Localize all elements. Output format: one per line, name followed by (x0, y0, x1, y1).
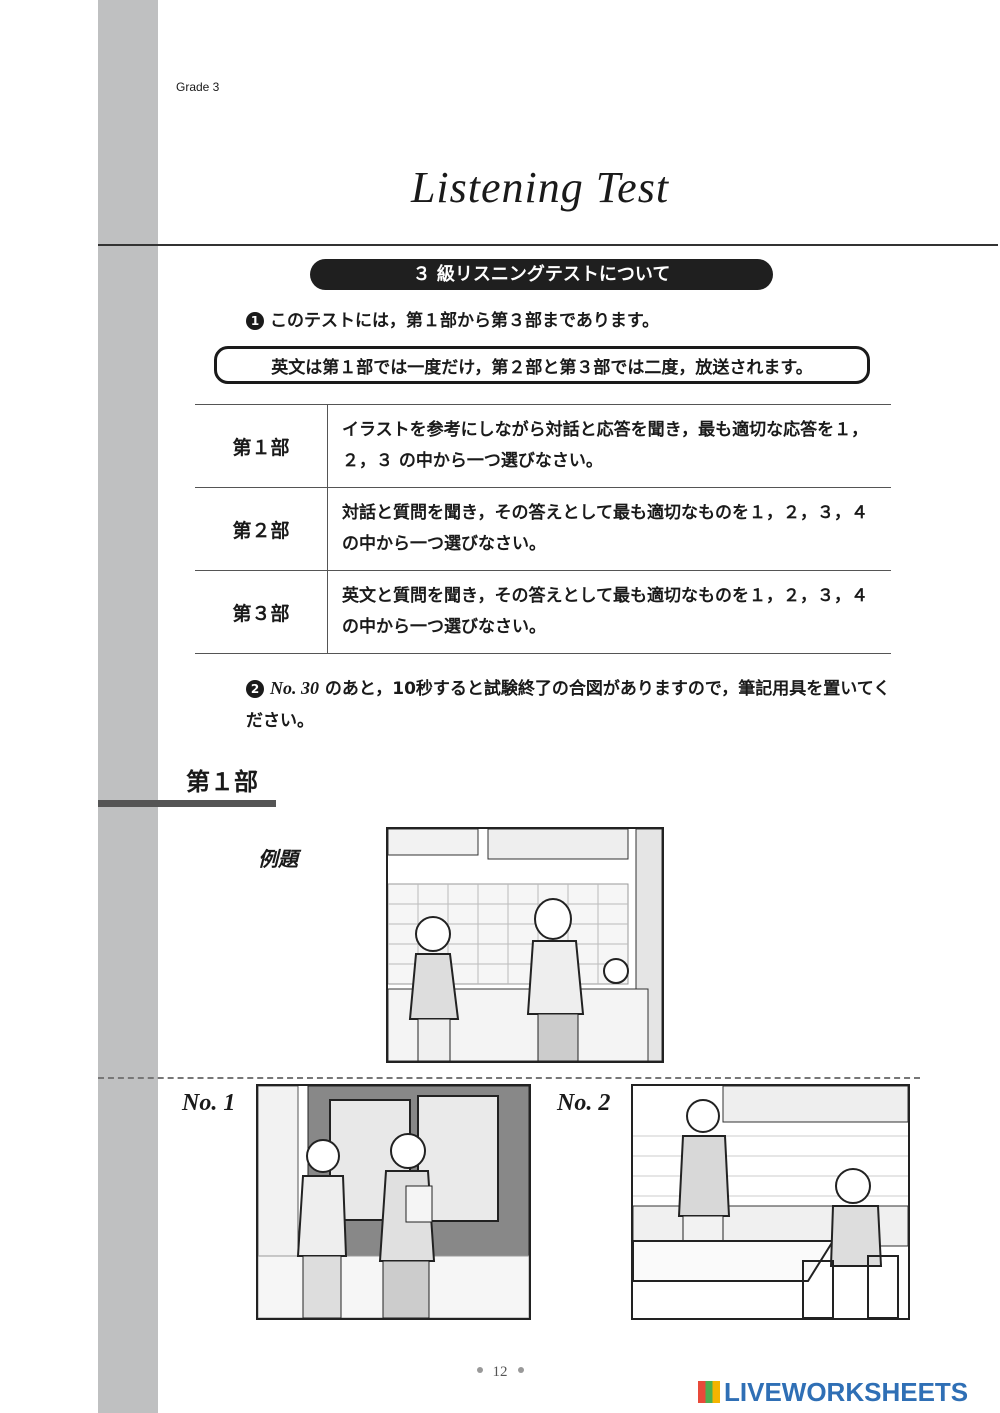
part-label: 第１部 (195, 404, 328, 488)
question-label: No. 1 (182, 1090, 236, 1116)
number-bullet: 2 (246, 680, 264, 698)
note-2-text: のあと，10秒すると試験終了の合図がありますので，筆記用具を置いてください。 (246, 679, 891, 731)
watermark: LIVEWORKSHEETS (698, 1377, 968, 1408)
number-bullet: 1 (246, 312, 264, 330)
table-row: 第１部 イラストを参考にしながら対話と応答を聞き，最も適切な応答を１，２，３ の… (195, 404, 891, 488)
section-underline (98, 800, 276, 807)
page-number-text: 12 (492, 1364, 508, 1380)
table-row: 第３部 英文と質問を聞き，その答えとして最も適切なものを１，２，３，４ の中から… (195, 570, 891, 654)
table-row: 第２部 対話と質問を聞き，その答えとして最も適切なものを１，２，３，４ の中から… (195, 487, 891, 571)
part-label: 第２部 (195, 487, 328, 571)
dot-icon (476, 1367, 483, 1373)
page-sidebar (98, 0, 158, 1413)
watermark-text: LIVEWORKSHEETS (724, 1377, 969, 1407)
note-2: 2 No. 30 のあと，10秒すると試験終了の合図がありますので，筆記用具を置い… (246, 672, 906, 737)
liveworksheets-logo-icon (698, 1381, 720, 1403)
page-title: Listening Test (410, 163, 670, 212)
question-1-illustration (256, 1084, 531, 1320)
note-1-text: このテストには，第１部から第３部まであります。 (270, 311, 660, 331)
example-illustration (386, 827, 664, 1063)
parts-table: 第１部 イラストを参考にしながら対話と応答を聞き，最も適切な応答を１，２，３ の… (195, 404, 891, 654)
broadcast-notice: 英文は第１部では一度だけ，第２部と第３部では二度，放送されます。 (214, 346, 870, 384)
dot-icon (517, 1367, 524, 1373)
section-pill: ３ 級リスニングテストについて (310, 259, 773, 290)
section-heading: 第１部 (186, 768, 258, 796)
grade-label: Grade 3 (176, 80, 220, 94)
title-rule (98, 244, 998, 246)
part-description: 対話と質問を聞き，その答えとして最も適切なものを１，２，３，４ の中から一つ選び… (327, 487, 891, 571)
example-label: 例題 (258, 847, 298, 871)
part-description: イラストを参考にしながら対話と応答を聞き，最も適切な応答を１，２，３ の中から一… (327, 404, 891, 488)
page-number: 12 (0, 1364, 1000, 1381)
item-number: No. 30 (270, 678, 319, 698)
note-1: 1 このテストには，第１部から第３部まであります。 (246, 306, 659, 331)
question-2-illustration (631, 1084, 910, 1320)
part-description: 英文と質問を聞き，その答えとして最も適切なものを１，２，３，４ の中から一つ選び… (327, 570, 891, 654)
part-label: 第３部 (195, 570, 328, 654)
dashed-divider (98, 1077, 920, 1079)
question-label: No. 2 (557, 1090, 611, 1116)
